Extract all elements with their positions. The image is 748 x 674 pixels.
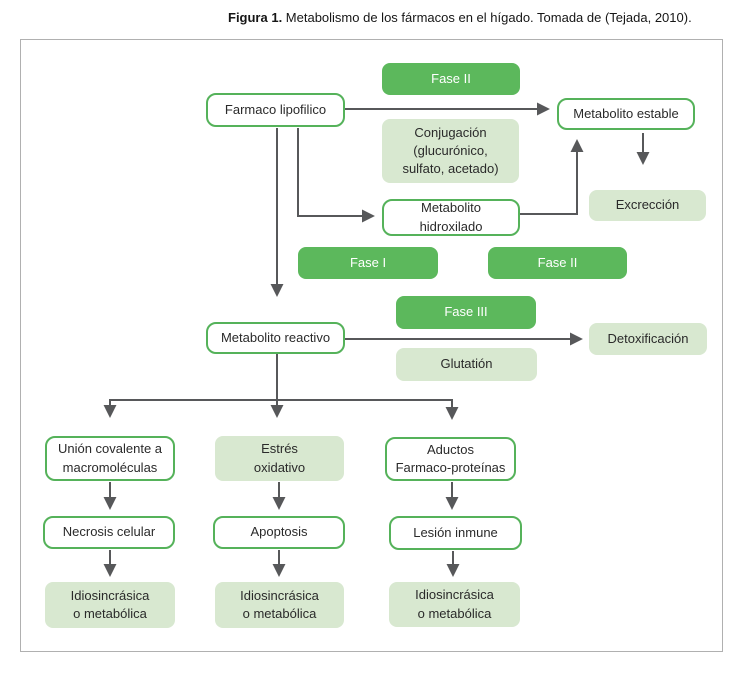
- node-detoxificacion: Detoxificación: [589, 323, 707, 355]
- node-conjugacion: Conjugación (glucurónico, sulfato, aceta…: [382, 119, 519, 183]
- node-metabolito-estable: Metabolito estable: [557, 98, 695, 130]
- node-aductos-farmaco-proteinas: Aductos Farmaco-proteínas: [385, 437, 516, 481]
- figure-caption-number: Figura 1.: [228, 10, 283, 25]
- node-excrecion: Excrección: [589, 190, 706, 221]
- node-lesion-inmune: Lesión inmune: [389, 516, 522, 550]
- node-fase-i: Fase I: [298, 247, 438, 279]
- node-metabolito-hidroxilado: Metabolito hidroxilado: [382, 199, 520, 236]
- node-fase-ii-top: Fase II: [382, 63, 520, 95]
- node-necrosis-celular: Necrosis celular: [43, 516, 175, 549]
- node-fase-iii: Fase III: [396, 296, 536, 329]
- figure-caption: Figura 1. Metabolismo de los fármacos en…: [228, 9, 692, 26]
- node-union-covalente: Unión covalente a macromoléculas: [45, 436, 175, 481]
- node-idiosincrasica-left: Idiosincrásica o metabólica: [45, 582, 175, 628]
- arrow-farmaco-to-hidroxilado: [297, 128, 375, 223]
- node-farmaco-lipofilico: Farmaco lipofilico: [206, 93, 345, 127]
- node-metabolito-reactivo: Metabolito reactivo: [206, 322, 345, 354]
- node-estres-oxidativo: Estrés oxidativo: [215, 436, 344, 481]
- figure-caption-text: Metabolismo de los fármacos en el hígado…: [282, 10, 692, 25]
- node-idiosincrasica-right: Idiosincrásica o metabólica: [389, 582, 520, 627]
- node-apoptosis: Apoptosis: [213, 516, 345, 549]
- arrow-hidroxilado-to-estable: [520, 139, 584, 215]
- node-glutation: Glutatión: [396, 348, 537, 381]
- node-idiosincrasica-mid: Idiosincrásica o metabólica: [215, 582, 344, 628]
- node-fase-ii-mid: Fase II: [488, 247, 627, 279]
